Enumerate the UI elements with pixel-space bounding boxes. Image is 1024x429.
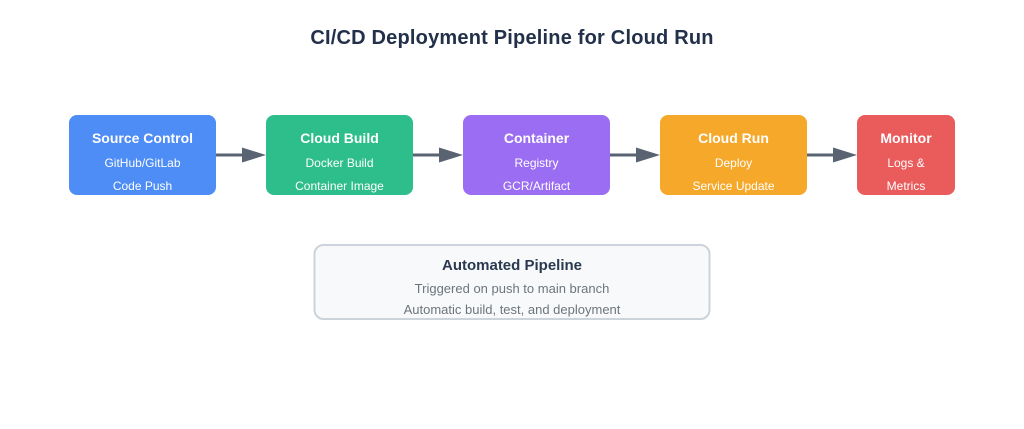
stage-cloud-run: Cloud Run Deploy Service Update: [660, 115, 807, 195]
stage-source-control: Source Control GitHub/GitLab Code Push: [69, 115, 216, 195]
stage-title: Source Control: [91, 130, 194, 146]
stage-title: Container: [503, 130, 570, 146]
stage-title: Monitor: [880, 130, 932, 146]
flow-arrow-icon: [610, 147, 660, 163]
flow-arrow-icon: [216, 147, 266, 163]
flow-arrow-icon: [413, 147, 463, 163]
stage-line: Deploy: [714, 156, 753, 170]
stage-cloud-build: Cloud Build Docker Build Container Image: [266, 115, 413, 195]
info-box-line-1: Triggered on push to main branch: [414, 281, 610, 296]
flow-arrow-icon: [807, 147, 857, 163]
stage-line: Registry: [514, 156, 559, 170]
stage-line: Service Update: [692, 179, 775, 193]
stage-line: Docker Build: [305, 156, 374, 170]
pipeline-row: Source Control GitHub/GitLab Code Push C…: [0, 115, 1024, 195]
stage-line: Logs &: [887, 156, 925, 170]
info-box-line-2: Automatic build, test, and deployment: [403, 302, 621, 317]
stage-line: GCR/Artifact: [502, 179, 571, 193]
stage-line: Container Image: [295, 179, 384, 193]
stage-line: GitHub/GitLab: [104, 156, 181, 170]
stage-monitor: Monitor Logs & Metrics: [857, 115, 955, 195]
stage-line: Code Push: [112, 179, 173, 193]
info-box: Automated Pipeline Triggered on push to …: [313, 244, 711, 320]
stage-container: Container Registry GCR/Artifact: [463, 115, 610, 195]
page-title: CI/CD Deployment Pipeline for Cloud Run: [310, 27, 714, 49]
stage-title: Cloud Run: [698, 130, 769, 146]
stage-title: Cloud Build: [300, 130, 379, 146]
info-box-title: Automated Pipeline: [441, 257, 583, 274]
stage-line: Metrics: [886, 179, 926, 193]
